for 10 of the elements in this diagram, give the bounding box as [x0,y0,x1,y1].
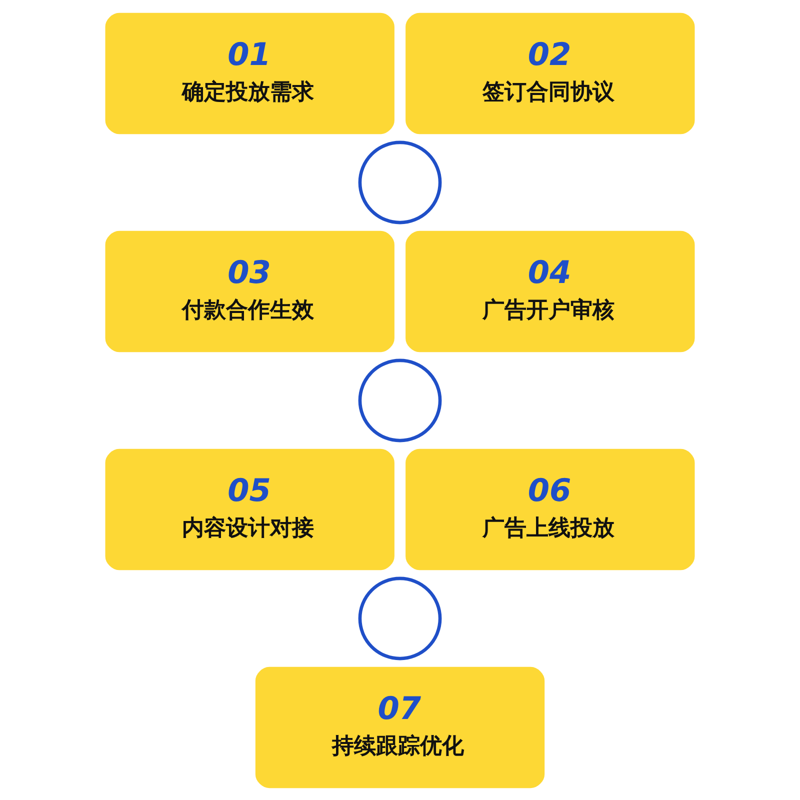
node-box: 02 签订合同协议 [406,12,695,134]
node-box: 06 广告上线投放 [406,448,695,570]
node-circle [358,358,442,442]
node-box: 05 内容设计对接 [105,448,394,570]
node-circle [358,576,442,660]
node-box: 03 付款合作生效 [105,230,394,352]
node-box: 01 确定投放需求 [105,12,394,134]
node-box: 07 持续跟踪优化 [255,666,545,788]
node-circle [358,140,442,224]
node-box: 04 广告开户审核 [406,230,695,352]
